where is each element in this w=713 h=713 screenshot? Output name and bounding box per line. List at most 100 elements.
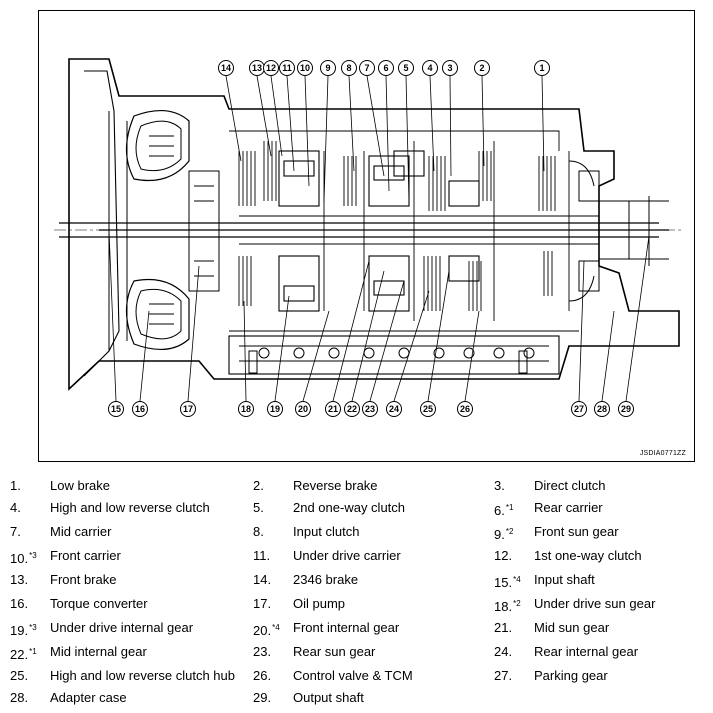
leader-line-21: [332, 260, 370, 402]
callout-6: 6: [378, 60, 394, 76]
callout-25: 25: [420, 401, 436, 417]
legend-item-name: 1st one-way clutch: [534, 548, 642, 563]
legend-item-number: 9.*2: [494, 524, 513, 543]
legend-number-text: 20.: [253, 623, 272, 638]
callout-11: 11: [279, 60, 295, 76]
leader-line-20: [302, 310, 330, 402]
legend-item-name: Input clutch: [293, 524, 360, 539]
legend-number-text: 16.: [10, 596, 29, 611]
legend-item-number: 15.*4: [494, 572, 521, 591]
legend-item-name: Rear carrier: [534, 500, 603, 515]
valve-bores: [258, 347, 535, 359]
legend-item-name: Rear internal gear: [534, 644, 639, 659]
leader-line-28: [601, 310, 615, 402]
legend-number-text: 6.: [494, 503, 505, 518]
control-valve-body: [228, 335, 560, 375]
legend-item-number: 19.*3: [10, 620, 37, 639]
legend-footnote-marker: *2: [513, 599, 521, 608]
callout-27: 27: [571, 401, 587, 417]
legend-item-number: 21.: [494, 620, 512, 636]
callout-leader-lines: [108, 75, 650, 402]
callout-10: 10: [297, 60, 313, 76]
legend-number-text: 17.: [253, 596, 272, 611]
legend-number-text: 15.: [494, 575, 513, 590]
transmission-housing: [68, 58, 680, 391]
leader-line-26: [464, 310, 480, 402]
legend-item-number: 25.: [10, 668, 28, 684]
callout-1: 1: [534, 60, 550, 76]
legend-footnote-marker: *2: [505, 527, 514, 536]
legend-item-number: 2.: [253, 478, 264, 494]
clutch-drums: [229, 130, 599, 332]
legend-footnote-marker: *1: [505, 503, 514, 512]
callout-14: 14: [218, 60, 234, 76]
legend-number-text: 22.: [10, 647, 29, 662]
legend-item-name: Reverse brake: [293, 478, 378, 493]
callout-22: 22: [344, 401, 360, 417]
legend-item-name: Front carrier: [50, 548, 121, 563]
legend-item-number: 12.: [494, 548, 512, 564]
leader-line-1: [541, 75, 545, 172]
callout-18: 18: [238, 401, 254, 417]
legend-number-text: 24.: [494, 644, 513, 659]
legend-item-number: 10.*3: [10, 548, 37, 567]
legend-item-number: 1.: [10, 478, 21, 494]
leader-line-5: [405, 75, 410, 202]
legend-item-number: 29.: [253, 690, 271, 706]
planetary-gear-sets: [278, 150, 480, 312]
leader-line-4: [429, 75, 435, 172]
legend-number-text: 25.: [10, 668, 29, 683]
legend-item-number: 8.: [253, 524, 264, 540]
callout-3: 3: [442, 60, 458, 76]
legend-item-number: 3.: [494, 478, 505, 494]
legend-number-text: 11.: [253, 548, 271, 563]
legend-item-number: 17.: [253, 596, 271, 612]
legend-item-name: 2346 brake: [293, 572, 359, 587]
legend-item-name: Under drive sun gear: [534, 596, 656, 611]
legend-item-name: Torque converter: [50, 596, 148, 611]
legend-item-name: Output shaft: [293, 690, 364, 705]
legend-number-text: 13.: [10, 572, 29, 587]
callout-16: 16: [132, 401, 148, 417]
callout-2: 2: [474, 60, 490, 76]
leader-line-12: [270, 75, 283, 157]
callout-28: 28: [594, 401, 610, 417]
callout-17: 17: [180, 401, 196, 417]
leader-line-14: [225, 75, 242, 162]
legend-number-text: 18.: [494, 599, 513, 614]
legend-item-number: 24.: [494, 644, 512, 660]
leader-line-7: [366, 75, 385, 177]
legend-item-name: Front brake: [50, 572, 117, 587]
callout-8: 8: [341, 60, 357, 76]
legend-number-text: 2.: [253, 478, 264, 493]
legend-item-number: 23.: [253, 644, 271, 660]
legend-number-text: 8.: [253, 524, 264, 539]
legend-item-number: 22.*1: [10, 644, 37, 663]
legend-number-text: 1.: [10, 478, 21, 493]
leader-line-17: [187, 265, 200, 402]
legend-item-number: 27.: [494, 668, 512, 684]
leader-line-13: [256, 75, 272, 157]
legend-number-text: 14.: [253, 572, 272, 587]
leader-line-23: [369, 280, 405, 402]
legend-number-text: 28.: [10, 690, 29, 705]
legend-item-name: Mid carrier: [50, 524, 112, 539]
legend-item-number: 26.: [253, 668, 271, 684]
legend-item-name: Under drive carrier: [293, 548, 401, 563]
legend-number-text: 4.: [10, 500, 21, 515]
legend-item-name: Rear sun gear: [293, 644, 376, 659]
legend-footnote-marker: *4: [513, 575, 521, 584]
converter-housing: [83, 70, 120, 377]
legend-number-text: 19.: [10, 623, 29, 638]
callout-19: 19: [267, 401, 283, 417]
legend-item-name: Parking gear: [534, 668, 608, 683]
callout-26: 26: [457, 401, 473, 417]
legend-item-number: 14.: [253, 572, 271, 588]
legend-item-name: Oil pump: [293, 596, 346, 611]
legend-number-text: 9.: [494, 527, 505, 542]
legend-footnote-marker: *1: [29, 647, 37, 656]
legend-number-text: 27.: [494, 668, 513, 683]
legend-item-name: Front internal gear: [293, 620, 400, 635]
